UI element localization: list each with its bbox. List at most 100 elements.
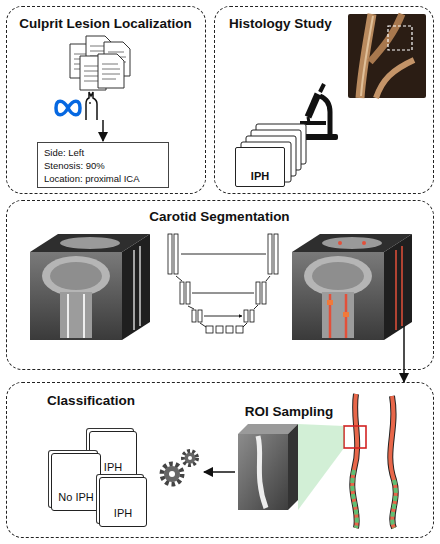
llama-icon [89,102,91,104]
llama-icon [86,92,97,120]
vessel-render [370,14,402,62]
vessel-render [360,14,372,98]
segmented-volume [338,241,342,245]
unet-diagram [268,234,272,274]
unet-diagram [262,282,266,304]
panel-title: ROI Sampling [229,404,349,420]
card-label: IPH [104,461,122,474]
unet-diagram [174,234,178,274]
result-box: Side: LeftStenosis: 90%Location: proxima… [37,142,169,188]
segmented-volume [322,237,382,249]
vessel-render [361,16,373,96]
card-label: No IPH [58,491,93,504]
vessel-render [348,14,426,98]
unet-diagram [250,310,254,322]
document-stack [98,54,124,88]
unet-diagram [181,254,266,316]
segmented-volume [384,234,412,340]
unet-diagram [216,326,223,333]
roi-cube [238,434,288,510]
ct-volume [30,234,150,340]
unet-diagram [256,282,260,304]
class-card: No IPH [51,453,101,511]
carotid-tree [352,394,357,528]
histology-slide: IPH [235,147,285,187]
flow-line [403,326,405,370]
stage-panel: Culprit Lesion LocalizationSide: LeftSte… [6,6,206,194]
gear-icon [162,464,182,484]
class-card: IPH [99,477,147,527]
roi-cube [238,424,298,434]
document-stack [98,54,124,88]
microscope-icon [320,96,330,134]
segmented-volume [327,300,333,305]
llama-icon [86,92,97,120]
ct-volume [60,292,92,338]
carotid-tree [336,390,412,530]
carotid-tree [390,396,395,528]
gear-icon [169,471,175,477]
unet-diagram [168,234,172,274]
ct-volume [42,256,110,296]
unet-diagram [226,326,233,333]
vessel-render [348,14,426,98]
roi-cube [238,424,298,510]
gear-icon [188,456,192,460]
roi-cube [288,424,298,510]
ct-volume [122,234,150,340]
stage-panel: Histology StudyIPH [214,6,434,194]
gear-icon [183,451,197,465]
segmented-volume [312,262,364,290]
segmented-volume [343,312,349,317]
result-line: Side: Left [44,146,162,159]
ct-volume [30,252,122,340]
microscope-icon [308,94,318,117]
panel-title: Histology Study [229,16,349,32]
vessel-render [388,26,412,50]
document-stack [70,36,130,90]
carotid-tree [336,390,412,530]
carotid-tree [392,480,395,528]
panel-title: Classification [31,393,151,409]
card-label: IPH [114,507,132,520]
document-stack [102,64,120,79]
result-line: Stenosis: 90% [44,159,162,172]
segmented-volume [304,256,372,296]
carotid-tree [390,396,395,528]
vessel-render [376,60,414,98]
unet-diagram [168,234,278,333]
segmented-volume [292,252,384,340]
flow-arrow [403,370,405,382]
gear-icon [162,451,197,484]
segmented-volume [362,241,366,245]
unet-diagram [274,234,278,274]
panel-title: Culprit Lesion Localization [7,16,204,32]
roi-cube [258,436,266,508]
zoom-wedge [298,424,344,510]
gear-icon [185,453,196,464]
unet-diagram [244,310,248,322]
meta-logo [56,101,80,115]
unet-diagram [180,282,184,304]
unet-diagram [186,282,190,304]
ct-volume [68,294,84,338]
segmented-volume [292,234,412,340]
slide-label: IPH [251,170,269,183]
carotid-tree [352,394,357,528]
stage-panel: Carotid Segmentation [6,200,434,370]
microscope-icon [320,84,324,92]
unet-diagram [192,310,196,322]
ct-volume [50,262,102,290]
unet-diagram [176,276,270,327]
result-line: Location: proximal ICA [44,172,162,185]
carotid-tree [352,470,357,528]
unet-diagram [206,326,213,333]
stage-panel: ClassificationROI Sampling No IPH IPH IPH [6,382,434,538]
flow-arrow [102,120,104,141]
ct-volume [60,237,120,249]
gear-icon [164,466,180,482]
unet-diagram [198,310,202,322]
flow-arrow [204,471,235,473]
microscope-icon [308,117,309,123]
